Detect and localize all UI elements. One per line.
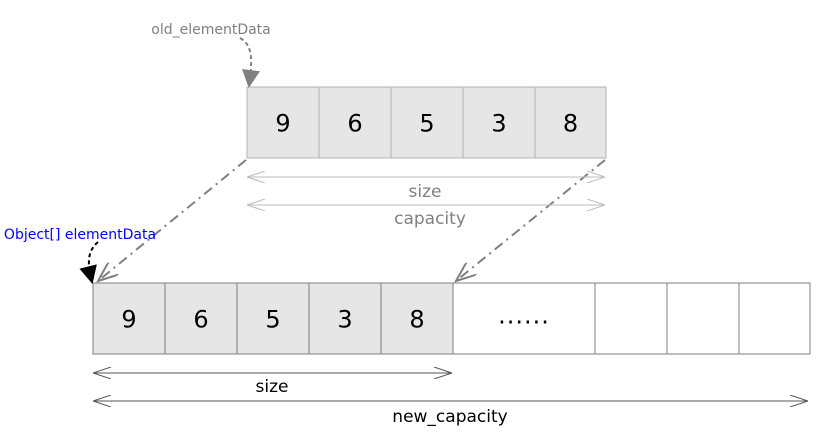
- old-array-value-1: 6: [347, 110, 362, 138]
- copy-arrow-left: [98, 159, 247, 281]
- old-pointer-arrow: [239, 37, 260, 88]
- new-array-cell-3: [308, 282, 382, 355]
- new-array-cell-2: [236, 282, 310, 355]
- old-array: 9 6 5 3 8: [246, 86, 607, 159]
- new-array-cell-6: [594, 282, 668, 355]
- new-array-value-0: 9: [121, 306, 136, 334]
- new-capacity-label: new_capacity: [392, 407, 507, 427]
- new-array-cell-1: [164, 282, 238, 355]
- new-pointer-label: Object[] elementData: [4, 227, 156, 243]
- old-array-cell-4: [534, 86, 607, 159]
- old-array-value-3: 3: [491, 110, 506, 138]
- old-capacity-label: capacity: [394, 209, 466, 229]
- copy-arrow-right: [456, 159, 606, 281]
- new-array-cell-8: [738, 282, 811, 355]
- old-array-value-4: 8: [563, 110, 578, 138]
- new-array-value-2: 5: [265, 306, 280, 334]
- new-array-cell-4: [380, 282, 454, 355]
- old-array-value-0: 9: [275, 110, 290, 138]
- new-pointer-arrow: [79, 241, 99, 284]
- new-array-cell-0: [92, 282, 166, 355]
- new-array-cell-7: [666, 282, 740, 355]
- old-array-cell-0: [246, 86, 320, 159]
- new-array-value-5: ......: [498, 302, 550, 330]
- old-array-cell-1: [318, 86, 392, 159]
- old-array-cell-2: [390, 86, 464, 159]
- new-array: 9 6 5 3 8......: [92, 282, 811, 355]
- old-pointer-label: old_elementData: [151, 22, 271, 38]
- old-array-cell-3: [462, 86, 536, 159]
- old-size-label: size: [409, 182, 442, 202]
- new-array-value-4: 8: [409, 306, 424, 334]
- new-array-value-3: 3: [337, 306, 352, 334]
- new-array-value-1: 6: [193, 306, 208, 334]
- old-array-value-2: 5: [419, 110, 434, 138]
- new-size-label: size: [256, 377, 289, 397]
